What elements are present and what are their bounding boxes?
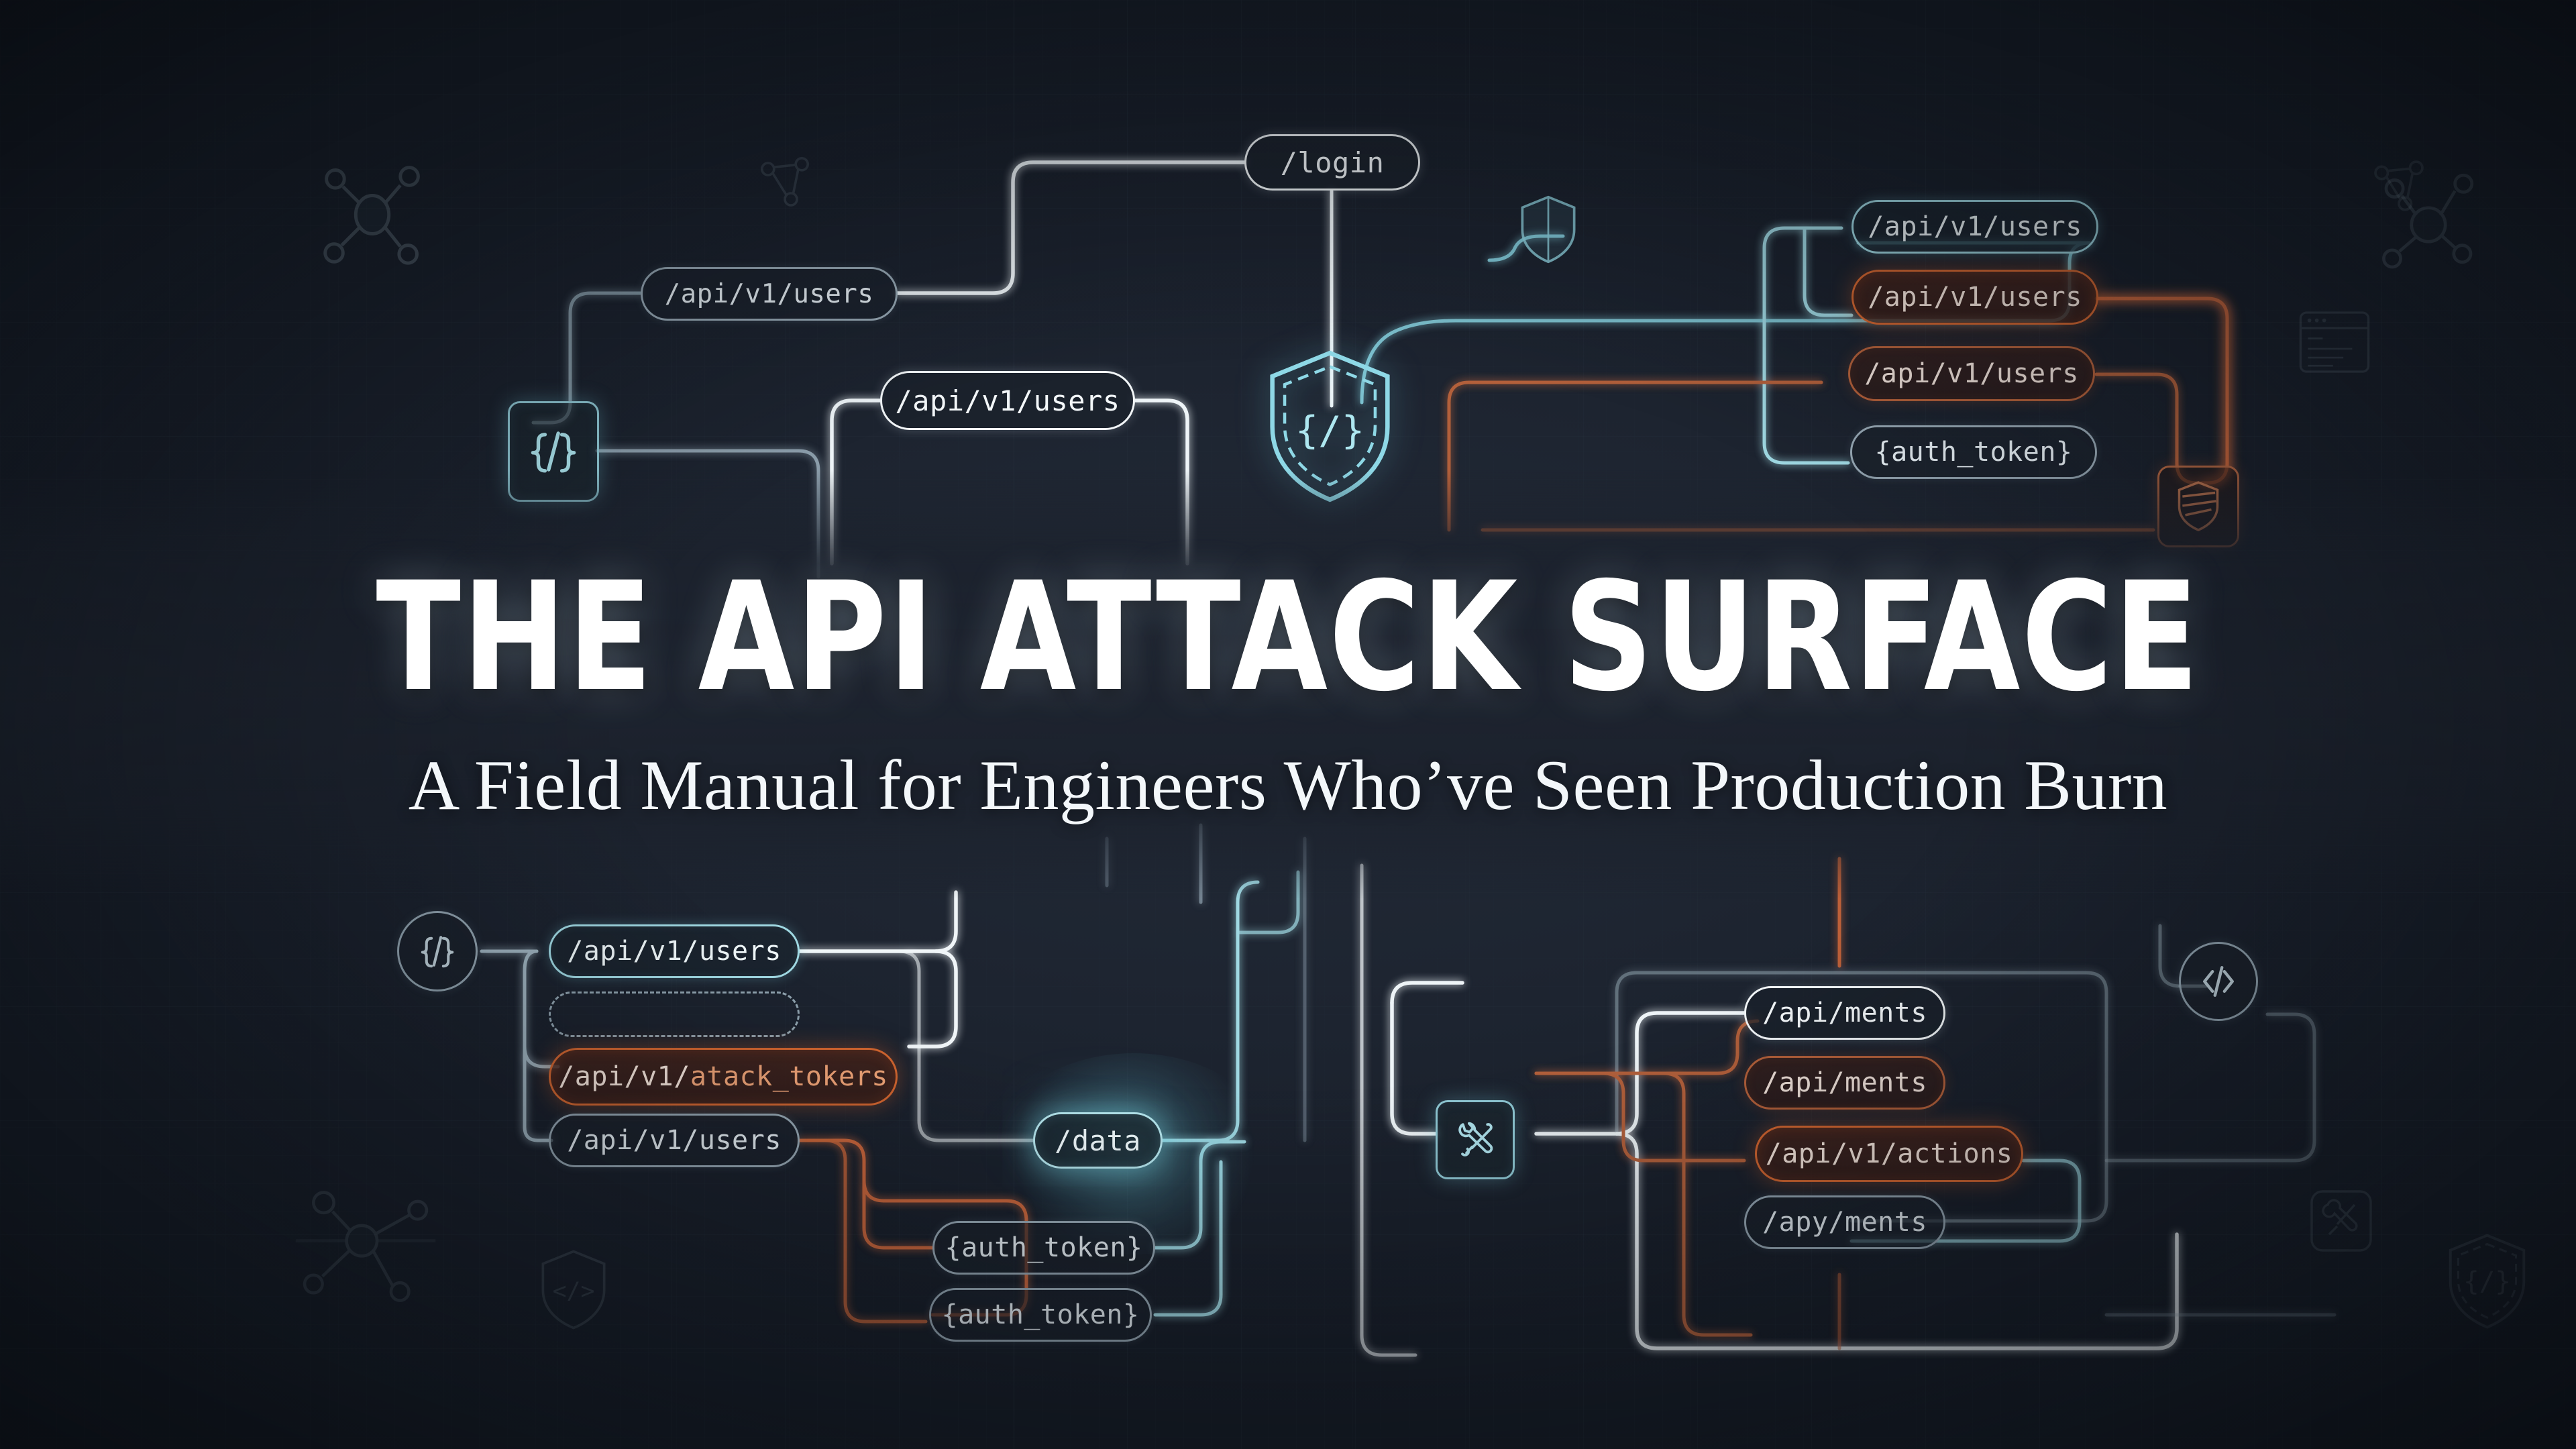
node-label: {auth_token} [945,1232,1143,1263]
shield-layers-icon[interactable] [2157,466,2239,547]
node-auth-token-top[interactable]: {auth_token} [1850,425,2097,479]
node-api-v1-users-right-1[interactable]: /api/v1/users [1851,200,2098,254]
code-braces-icon[interactable] [508,401,599,502]
node-label: /api/v1/users [1864,358,2079,389]
node-api-v1-users-top-mid[interactable]: /api/v1/users [880,371,1135,430]
node-api-v1-users-top-left[interactable]: /api/v1/users [641,267,898,321]
node-label: /api/v1/users [567,936,782,967]
node-label: /apy/ments [1762,1207,1927,1238]
node-label-highlight: atack_tokers [690,1061,888,1092]
network-nodes-icon [309,151,436,282]
node-apy-ments[interactable]: /apy/ments [1744,1195,1945,1249]
browser-window-icon [2298,309,2371,379]
node-data[interactable]: /data [1033,1112,1163,1169]
shield-code-icon: </> [537,1248,610,1335]
node-label: /api/ments [1762,1067,1927,1098]
node-api-v1-atack-tokers[interactable]: /api/v1/atack_tokers [549,1048,898,1106]
share-nodes-icon [755,151,815,215]
shield-icon [1517,193,1579,269]
shield-code-icon: {/} [2442,1231,2532,1335]
node-login[interactable]: /login [1244,134,1420,191]
node-label: /api/v1/users [895,384,1120,417]
tools-icon [2308,1187,2375,1258]
node-placeholder-dashed[interactable] [549,991,800,1037]
node-auth-token-bl-1[interactable]: {auth_token} [932,1221,1155,1275]
node-label-prefix: /api/v1/ [558,1061,690,1092]
svg-text:</>: </> [553,1278,595,1305]
node-label: /api/v1/actions [1765,1138,2013,1169]
node-label: /login [1280,146,1385,179]
node-label: /api/v1/users [664,278,874,309]
code-angle-icon[interactable] [2179,942,2258,1021]
network-nodes-icon [295,1187,436,1311]
node-api-v1-users-bl-1[interactable]: /api/v1/users [549,924,800,978]
node-api-v1-actions[interactable]: /api/v1/actions [1755,1126,2023,1182]
node-label: {auth_token} [1874,437,2073,468]
svg-text:{/}: {/} [2463,1267,2511,1297]
network-nodes-icon [2368,164,2489,288]
node-label: /api/v1/users [1868,211,2082,242]
code-braces-icon[interactable] [397,911,478,991]
node-api-ments-2[interactable]: /api/ments [1744,1056,1945,1110]
node-label: /api/ments [1762,998,1927,1028]
node-api-ments-1[interactable]: /api/ments [1744,986,1945,1040]
node-api-v1-users-right-3[interactable]: /api/v1/users [1848,346,2095,401]
shield-code-icon: {/} [1261,347,1399,508]
node-label: /data [1055,1124,1141,1157]
node-label: /api/v1/users [1868,282,2082,313]
node-api-v1-users-bl-2[interactable]: /api/v1/users [549,1114,800,1167]
svg-text:{/}: {/} [1295,409,1364,453]
node-label: {auth_token} [941,1299,1140,1330]
tools-icon[interactable] [1436,1100,1515,1179]
node-label: /api/v1/users [567,1125,782,1156]
node-auth-token-bl-2[interactable]: {auth_token} [929,1288,1152,1342]
node-api-v1-users-right-2[interactable]: /api/v1/users [1851,270,2098,325]
